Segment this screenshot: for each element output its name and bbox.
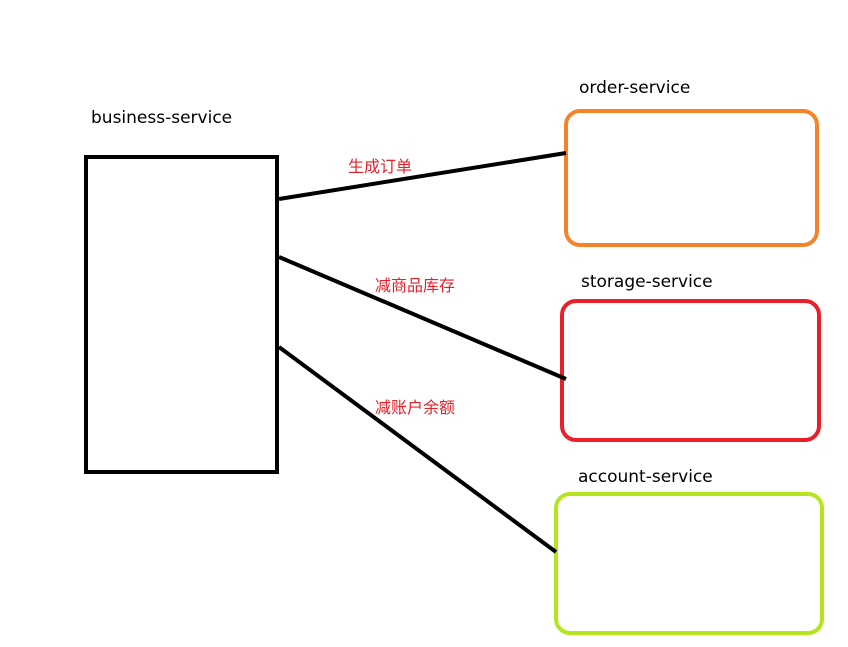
account-service-box xyxy=(554,492,824,635)
edge-label-order: 生成订单 xyxy=(348,157,413,176)
business-service-label: business-service xyxy=(91,108,233,128)
storage-service-label: storage-service xyxy=(581,272,713,292)
edge-line-order xyxy=(278,151,567,201)
edge-line-account xyxy=(277,345,558,554)
business-service-box xyxy=(84,155,279,474)
account-service-label: account-service xyxy=(578,467,713,487)
edge-line-storage xyxy=(278,255,567,381)
order-service-label: order-service xyxy=(579,78,691,98)
order-service-box xyxy=(564,109,819,247)
storage-service-box xyxy=(560,299,821,442)
edge-label-storage: 减商品库存 xyxy=(375,276,456,295)
edge-label-account: 减账户余额 xyxy=(375,398,456,417)
